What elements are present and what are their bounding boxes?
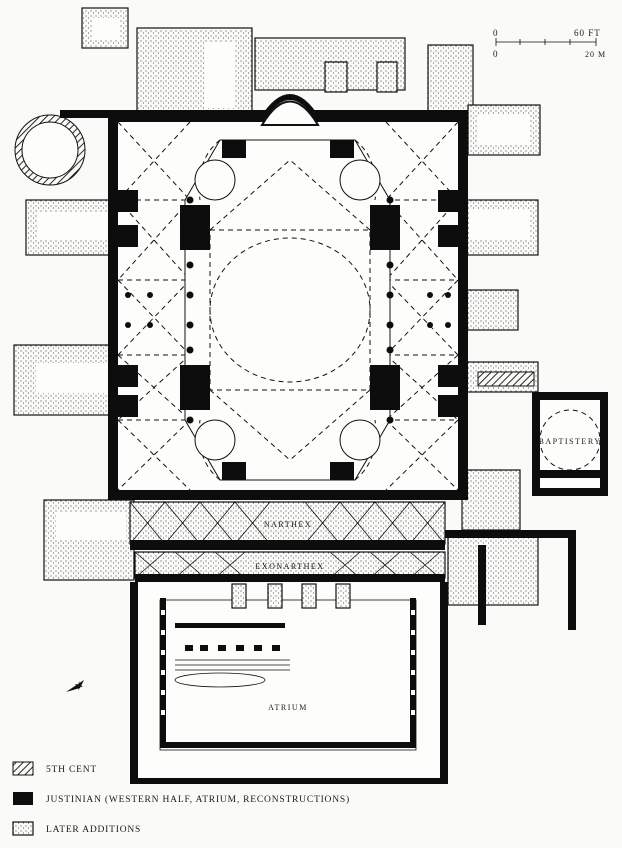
fifth-century-skeuophylakion-wall — [477, 371, 535, 387]
later-addition-right-buttress-2 — [465, 289, 519, 331]
later-addition-right-lower — [461, 469, 521, 531]
atrium — [130, 582, 448, 784]
narthex-block — [129, 501, 576, 630]
legend: 5TH CENT JUSTINIAN (WESTERN HALF, ATRIUM… — [12, 761, 350, 836]
legend-label-later-additions: LATER ADDITIONS — [46, 825, 141, 835]
fifth-century-group — [14, 114, 535, 387]
column-dots — [125, 196, 451, 424]
scale-feet-label: 60 FT — [574, 28, 601, 38]
scale-bar: 0 60 FT 0 20 M — [493, 28, 606, 59]
baptistery — [532, 392, 608, 496]
later-addition-right-annex — [447, 534, 539, 606]
scale-meters-zero: 0 — [493, 49, 499, 59]
scale-meters-label: 20 M — [585, 50, 606, 59]
north-arrow: N — [66, 679, 85, 692]
later-addition-top-box-2 — [376, 61, 398, 93]
legend-swatch-later-additions — [12, 821, 34, 836]
room-label-narthex: NARTHEX — [264, 520, 312, 529]
legend-label-fifth-century: 5TH CENT — [46, 765, 97, 775]
legend-swatch-justinian — [13, 792, 33, 805]
scale-feet-zero: 0 — [493, 28, 499, 38]
room-label-atrium: ATRIUM — [268, 703, 308, 712]
north-arrow-label: N — [73, 679, 85, 691]
main-piers — [180, 140, 400, 480]
room-label-baptistery: BAPTISTERY — [538, 437, 601, 446]
later-addition-top-right-block — [427, 44, 474, 116]
legend-label-justinian: JUSTINIAN (WESTERN HALF, ATRIUM, RECONST… — [46, 794, 350, 805]
legend-swatch-fifth-century — [12, 761, 34, 776]
later-addition-top-box-1 — [324, 61, 348, 93]
north-arrow-icon — [66, 680, 84, 692]
wall-piers — [108, 190, 468, 417]
justinian-church — [60, 94, 468, 500]
room-label-exonarthex: EXONARTHEX — [255, 562, 324, 571]
